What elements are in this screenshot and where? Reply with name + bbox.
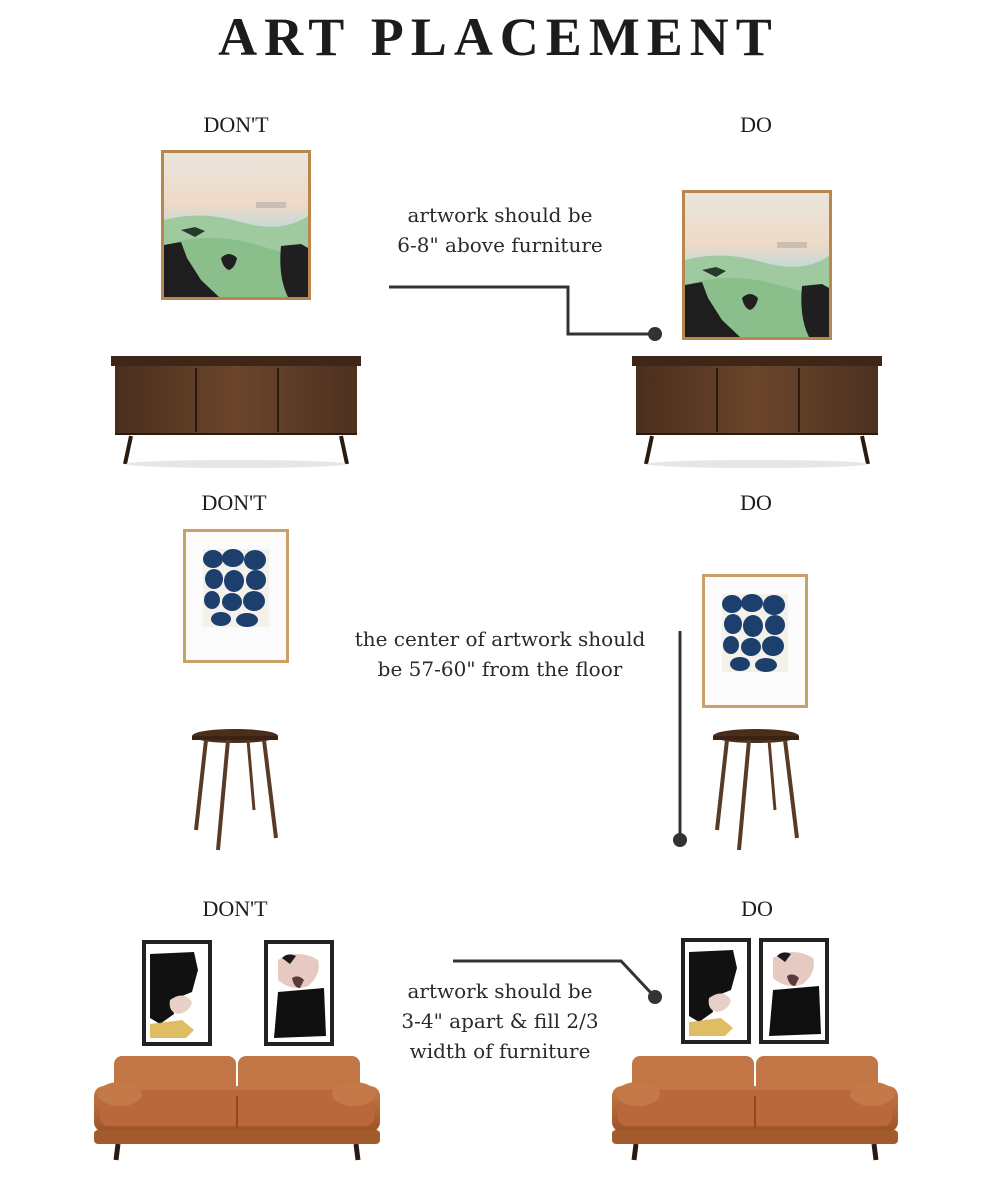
row2-note-line1: the center of artwork should [354,627,646,651]
row2-note-line2: be 57-60" from the floor [377,657,623,681]
row2-do-stool [711,727,801,852]
row2-do-artwork [702,574,808,708]
row3-note: artwork should be 3-4" apart & fill 2/3 … [360,976,640,1066]
row3-note-line3: width of furniture [409,1039,591,1063]
row1-note: artwork should be 6-8" above furniture [350,200,650,260]
row2-dont-label: DON'T [201,490,267,515]
row3-connector-dot [648,990,662,1004]
row2-connector-dot [673,833,687,847]
row3-note-line1: artwork should be [407,979,593,1003]
row3-note-line2: 3-4" apart & fill 2/3 [401,1009,599,1033]
row3-do-label: DO [741,896,773,921]
row3-dont-artwork-right [264,940,334,1046]
row1-do-sideboard [630,354,884,470]
row3-dont-label: DON'T [202,896,268,921]
row2-dont-artwork [183,529,289,663]
row1-dont-artwork [161,150,311,300]
row3-dont-artwork-left [142,940,212,1046]
row2-dont-stool [190,727,280,852]
row1-dont-label: DON'T [203,112,269,137]
row2-note: the center of artwork should be 57-60" f… [322,624,678,684]
row1-connector-dot [648,327,662,341]
row3-do-artwork-left [681,938,751,1044]
row1-connector-line [389,285,652,336]
row1-note-line1: artwork should be [407,203,593,227]
row3-do-sofa [612,1056,898,1160]
row3-dont-sofa [94,1056,380,1160]
row1-dont-sideboard [109,354,363,470]
row3-do-artwork-right [759,938,829,1044]
row1-do-artwork [682,190,832,340]
row1-do-label: DO [740,112,772,137]
row2-do-label: DO [740,490,772,515]
row3-connector-line [453,959,654,996]
page-title: ART PLACEMENT [218,7,779,67]
row1-note-line2: 6-8" above furniture [397,233,603,257]
